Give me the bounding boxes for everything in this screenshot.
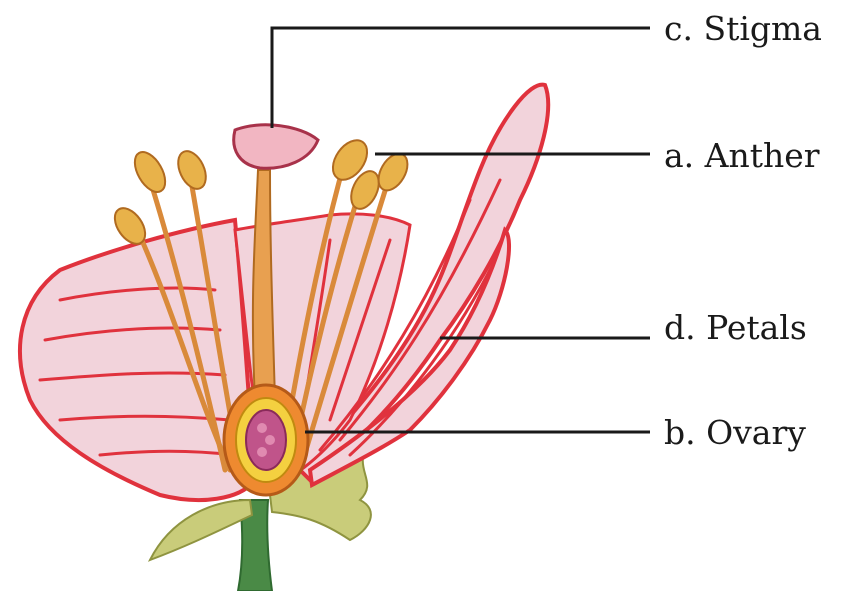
label-petals: d. Petals [664, 311, 807, 344]
anther [129, 147, 172, 197]
style [253, 170, 275, 400]
label-ovary: b. Ovary [664, 416, 806, 449]
label-stigma: c. Stigma [664, 12, 822, 45]
sepal-left [150, 500, 252, 560]
stigma [234, 125, 318, 168]
label-anther: a. Anther [664, 139, 820, 172]
leader-line-stigma [272, 28, 650, 128]
anther [173, 147, 212, 193]
